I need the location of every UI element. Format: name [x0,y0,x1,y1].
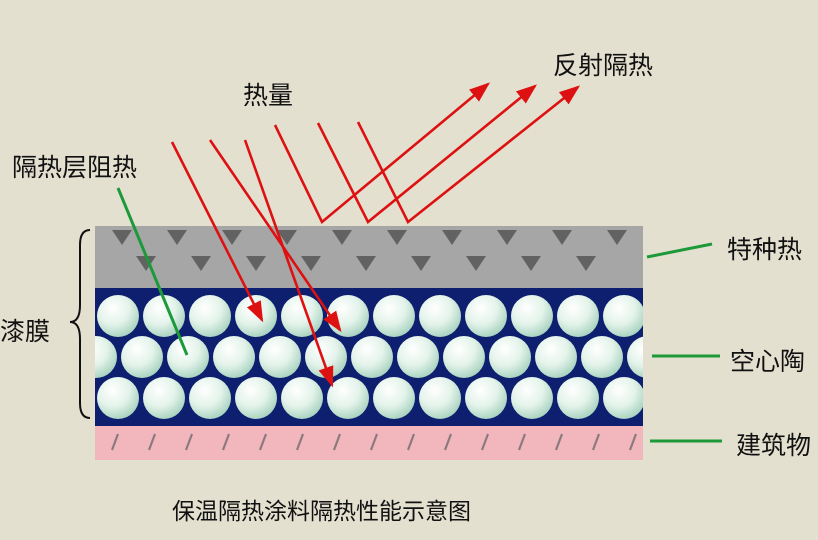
pigment-triangle [277,230,297,245]
label-hollow: 空心陶 [730,347,806,376]
ceramic-bead [511,295,553,337]
pigment-triangle [246,256,266,271]
ceramic-bead [581,336,623,378]
ceramic-bead [465,295,507,337]
ceramic-bead [489,336,531,378]
film-brace [69,229,91,419]
pigment-triangle [466,256,486,271]
ceramic-bead [121,336,163,378]
leader-barrier [116,187,189,356]
ceramic-bead [167,336,209,378]
ceramic-bead [189,377,231,419]
ceramic-bead [557,377,599,419]
ceramic-bead [465,377,507,419]
pigment-triangle [167,230,187,245]
pigment-triangle [521,256,541,271]
label-special: 特种热 [727,235,803,264]
ceramic-bead [327,377,369,419]
ceramic-bead [351,336,393,378]
ceramic-bead [143,377,185,419]
diagram-caption: 保温隔热涂料隔热性能示意图 [172,499,471,525]
reflected-arrow [273,82,490,225]
ceramic-bead [443,336,485,378]
ceramic-bead [327,295,369,337]
pigment-triangle [112,230,132,245]
hatch-mark [480,433,490,451]
pigment-triangle [442,230,462,245]
ceramic-bead [373,295,415,337]
ceramic-bead [235,377,277,419]
ceramic-bead [603,295,643,337]
pigment-triangles [112,230,627,271]
ceramic-bead [235,295,277,337]
hatch-mark [221,433,231,451]
pigment-triangle [607,230,627,245]
hatch-mark [406,433,416,451]
label-barrier: 隔热层阻热 [12,153,138,182]
ceramic-bead [259,336,301,378]
ceramic-bead [189,295,231,337]
ceramic-bead [281,377,323,419]
substrate-hatching [110,433,638,451]
penetrating-arrow [243,139,334,388]
hatch-mark [369,433,379,451]
label-film: 漆膜 [0,317,51,346]
hatch-mark [184,433,194,451]
hatch-mark [443,433,453,451]
ceramic-bead [97,377,139,419]
building-substrate [95,426,643,460]
reflected-arrow [316,84,538,225]
pigment-triangle [191,256,211,271]
hatch-mark [332,433,342,451]
hatch-mark [147,433,157,451]
leader-special [646,242,713,259]
pigment-triangle [576,256,596,271]
pigment-triangle [136,256,156,271]
ceramic-bead [397,336,439,378]
penetrating-arrow [208,139,342,333]
penetrating-arrow [170,141,264,323]
leader-lines [116,187,722,443]
label-reflect: 反射隔热 [553,51,654,80]
hatch-mark [258,433,268,451]
pigment-triangle [222,230,242,245]
ceramic-bead [557,295,599,337]
label-heat: 热量 [243,81,294,110]
label-building: 建筑物 [736,431,812,460]
ceramic-bead [419,377,461,419]
ceramic-bead [511,377,553,419]
reflected-arrow [356,85,581,225]
ceramic-bead [213,336,255,378]
pigment-triangle [552,230,572,245]
hatch-mark [628,433,638,451]
pigment-triangle [497,230,517,245]
ceramic-bead [305,336,347,378]
ceramic-bead [373,377,415,419]
hatch-mark [554,433,564,451]
ceramic-bead [535,336,577,378]
hatch-mark [295,433,305,451]
heat-arrows [170,82,581,388]
ceramic-bead [419,295,461,337]
hatch-mark [517,433,527,451]
ceramic-bead [95,336,117,378]
hatch-mark [591,433,601,451]
pigment-triangle [411,256,431,271]
pigment-triangle [301,256,321,271]
hatch-mark [110,433,120,451]
pigment-triangle [332,230,352,245]
ceramic-bead [603,377,643,419]
pigment-triangle [387,230,407,245]
pigment-triangle [356,256,376,271]
ceramic-beads [95,295,643,419]
ceramic-bead [627,336,643,378]
ceramic-bead [97,295,139,337]
